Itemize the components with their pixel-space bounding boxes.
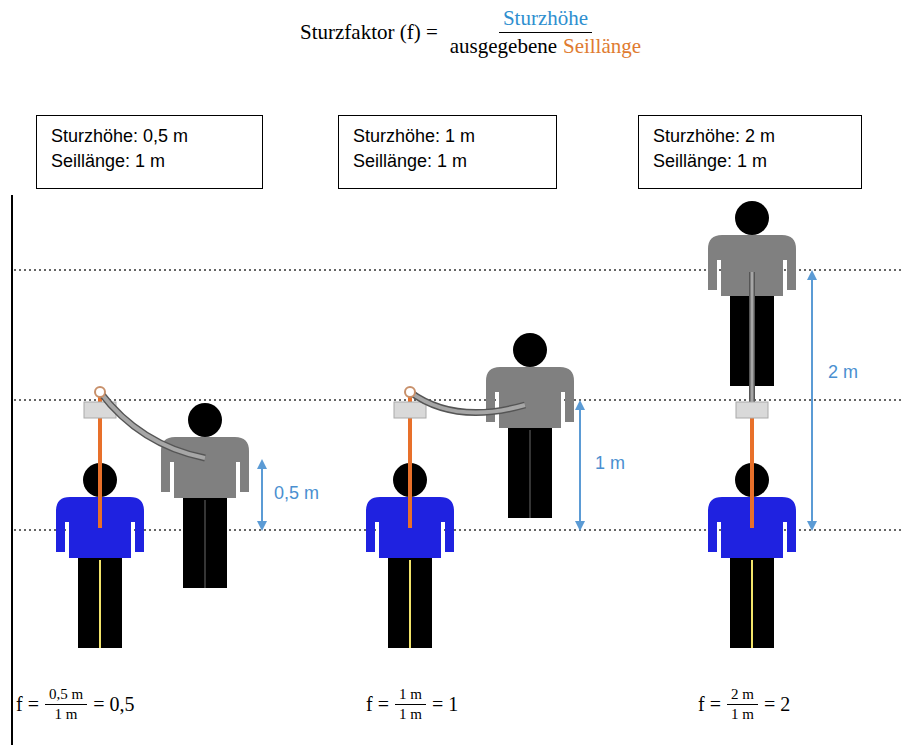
numerator: 2 m — [727, 686, 758, 705]
formula: f = 0,5 m 1 m = 0,5 — [16, 686, 134, 723]
wall-line — [11, 195, 13, 745]
fraction: 1 m1 m — [395, 686, 426, 723]
dimension-arrow — [579, 405, 581, 526]
info-box: Sturzhöhe: 1 mSeillänge: 1 m — [338, 115, 557, 189]
denominator: ausgegebeneSeillänge — [446, 33, 645, 59]
numerator: 1 m — [395, 686, 426, 705]
info-box: Sturzhöhe: 2 mSeillänge: 1 m — [638, 115, 862, 189]
numerator-text: 2 m — [731, 686, 754, 702]
formula: Sturzfaktor (f) = Sturzhöhe ausgegebeneSei… — [300, 6, 651, 59]
box-text: Seillänge: 1 m — [353, 149, 542, 174]
formula-term: Sturzfaktor (f) = — [300, 20, 438, 45]
fraction: Sturzhöhe ausgegebeneSeillänge — [446, 6, 645, 59]
anchor-ring — [405, 387, 415, 397]
numerator: Sturzhöhe — [499, 6, 592, 33]
formula-term: f = — [16, 693, 39, 716]
dimension-label: 0,5 m — [272, 483, 321, 504]
formula-term: f = — [698, 693, 721, 716]
anchor-ring — [95, 387, 105, 397]
box-text: Seillänge: 1 m — [653, 149, 847, 174]
rope-orange — [750, 418, 754, 528]
numerator-text: Sturzhöhe — [503, 6, 588, 30]
dimension-label: 1 m — [593, 453, 627, 474]
rope-grey-outline — [749, 272, 755, 402]
denominator: 1 m — [395, 705, 426, 723]
box-text: Sturzhöhe: 0,5 m — [51, 124, 248, 149]
denominator-text: 1 m — [731, 706, 754, 722]
dimension-label: 2 m — [826, 362, 860, 383]
denominator-text: 1 m — [399, 706, 422, 722]
formula-result: = 1 — [432, 693, 458, 716]
denominator-text: ausgegebene — [450, 34, 557, 58]
fraction: 0,5 m 1 m — [45, 686, 87, 723]
anchor-plate — [736, 402, 768, 418]
numerator-text: 0,5 m — [49, 686, 83, 702]
denominator: 1 m — [727, 705, 758, 723]
rope-grey — [410, 392, 525, 413]
climber-figure — [486, 333, 574, 518]
fraction: 2 m1 m — [727, 686, 758, 723]
denominator: 1 m — [51, 705, 82, 723]
rope-grey — [751, 272, 754, 402]
denominator-text: 1 m — [55, 706, 78, 722]
formula-term: f = — [366, 693, 389, 716]
rope-grey-outline — [100, 392, 205, 458]
rope-grey-outline — [410, 392, 525, 413]
numerator-text: 1 m — [399, 686, 422, 702]
box-text: Seillänge: 1 m — [51, 149, 248, 174]
formula: f =1 m1 m= 1 — [366, 686, 458, 723]
dimension-arrow — [811, 275, 813, 526]
formula: f =2 m1 m= 2 — [698, 686, 790, 723]
box-text: Sturzhöhe: 2 m — [653, 124, 847, 149]
box-text: Sturzhöhe: 1 m — [353, 124, 542, 149]
numerator: 0,5 m — [45, 686, 87, 705]
rope-grey — [100, 392, 205, 458]
denominator-text: Seillänge — [563, 34, 641, 58]
info-box: Sturzhöhe: 0,5 mSeillänge: 1 m — [36, 115, 263, 189]
anchor-plate — [394, 402, 426, 418]
dimension-arrow — [261, 464, 263, 526]
dotted-line — [14, 399, 901, 401]
climber-figure — [161, 403, 249, 588]
formula-result: = 2 — [764, 693, 790, 716]
formula-result: = 0,5 — [93, 693, 134, 716]
